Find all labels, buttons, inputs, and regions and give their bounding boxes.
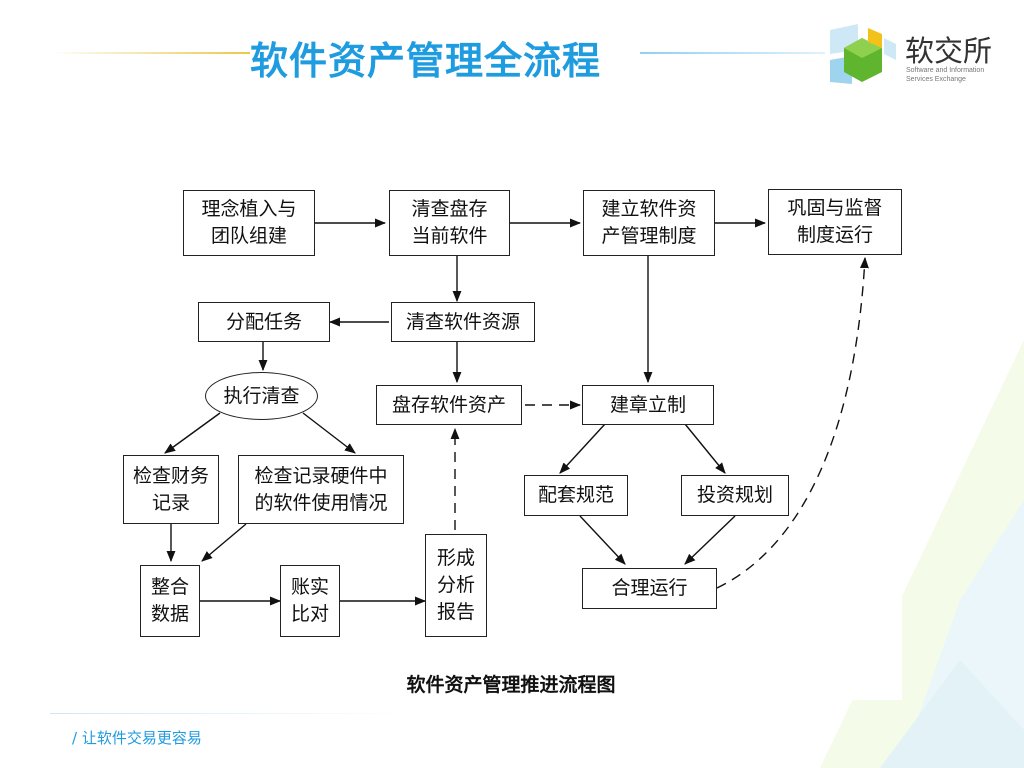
- node-execute-check: 执行清查: [205, 372, 318, 420]
- node-build-regulation: 建章立制: [582, 385, 714, 425]
- logo-subtitle: Software and Information Services Exchan…: [906, 67, 985, 83]
- node-analysis-report: 形成 分析 报告: [425, 534, 487, 637]
- node-check-current-software: 清查盘存 当前软件: [389, 190, 510, 256]
- arrow-execute-to-finance: [164, 412, 221, 454]
- node-check-hw-software-usage: 检查记录硬件中 的软件使用情况: [238, 455, 404, 524]
- flowchart: 理念植入与 团队组建 清查盘存 当前软件 建立软件资 产管理制度 巩固与监督 制…: [120, 168, 902, 700]
- title-line-right: [640, 52, 825, 54]
- node-reconcile-accounts: 账实 比对: [280, 565, 340, 637]
- logo-icon: [830, 24, 896, 84]
- node-investment-planning: 投资规划: [681, 475, 789, 516]
- node-idea-team: 理念植入与 团队组建: [183, 190, 315, 256]
- node-consolidate-supervise: 巩固与监督 制度运行: [768, 189, 902, 255]
- node-check-software-resources: 清查软件资源: [391, 302, 535, 342]
- logo-name: 软交所: [905, 34, 993, 68]
- node-supporting-standards: 配套规范: [524, 475, 628, 516]
- node-integrate-data: 整合 数据: [140, 565, 200, 637]
- arrow-regulation-to-invest: [684, 423, 726, 474]
- arrow-hw-to-integrate: [201, 523, 247, 562]
- arrow-support-to-operation: [579, 515, 626, 565]
- node-assign-tasks: 分配任务: [198, 302, 330, 342]
- arrow-execute-to-hw: [302, 412, 356, 454]
- footer-line: [50, 713, 410, 714]
- diagram-caption: 软件资产管理推进流程图: [406, 674, 616, 696]
- node-build-asset-system: 建立软件资 产管理制度: [583, 190, 715, 256]
- node-check-finance-records: 检查财务 记录: [123, 455, 219, 524]
- footer-slogan: / 让软件交易更容易: [72, 729, 202, 747]
- slide-title: 软件资产管理全流程: [250, 39, 602, 83]
- dashed-arrow-operation-to-consolidate: [716, 256, 869, 589]
- title-line-left: [50, 52, 250, 54]
- node-inventory-assets: 盘存软件资产: [376, 385, 522, 425]
- arrow-regulation-to-support: [559, 423, 606, 474]
- arrow-invest-to-operation: [684, 515, 736, 565]
- node-rational-operation: 合理运行: [582, 568, 717, 609]
- flow-arrows: [164, 218, 869, 606]
